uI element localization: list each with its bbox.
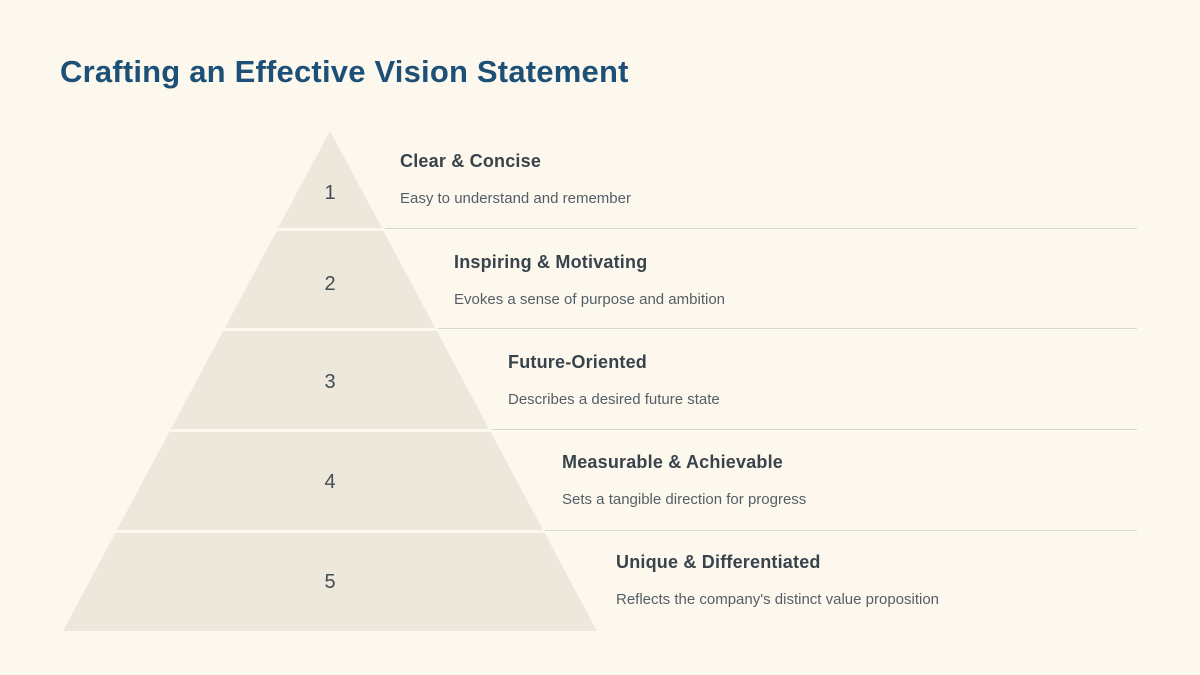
level-3-title: Future-Oriented bbox=[508, 352, 648, 372]
level-4-row: Measurable & Achievable Sets a tangible … bbox=[562, 450, 806, 509]
row-divider-2 bbox=[438, 328, 1137, 329]
level-1-title: Clear & Concise bbox=[400, 151, 542, 171]
level-5-row: Unique & Differentiated Reflects the com… bbox=[616, 550, 939, 609]
level-2-number: 2 bbox=[324, 273, 336, 295]
level-4-number: 4 bbox=[324, 471, 336, 493]
level-3-number: 3 bbox=[324, 371, 336, 393]
level-5-title: Unique & Differentiated bbox=[616, 552, 821, 572]
pyramid-level-1-shape bbox=[278, 131, 382, 228]
level-1-number: 1 bbox=[324, 182, 336, 204]
row-divider-1 bbox=[385, 228, 1137, 229]
level-2-title: Inspiring & Motivating bbox=[454, 252, 648, 272]
pyramid-level-5-shape bbox=[63, 533, 597, 631]
level-2-row: Inspiring & Motivating Evokes a sense of… bbox=[454, 250, 725, 309]
level-2-description: Evokes a sense of purpose and ambition bbox=[454, 291, 726, 308]
pyramid-level-4-shape bbox=[116, 432, 544, 530]
pyramid-level-2-shape bbox=[224, 231, 436, 328]
slide-title: Crafting an Effective Vision Statement bbox=[60, 54, 629, 89]
level-4-description: Sets a tangible direction for progress bbox=[562, 491, 807, 508]
level-1-description: Easy to understand and remember bbox=[400, 190, 631, 207]
level-5-description: Reflects the company's distinct value pr… bbox=[616, 591, 940, 608]
pyramid-level-3-shape bbox=[170, 331, 490, 429]
level-1-row: Clear & Concise Easy to understand and r… bbox=[400, 149, 631, 208]
row-divider-3 bbox=[492, 429, 1137, 430]
level-3-description: Describes a desired future state bbox=[508, 391, 720, 408]
row-divider-4 bbox=[545, 530, 1137, 531]
level-3-row: Future-Oriented Describes a desired futu… bbox=[508, 350, 720, 409]
level-5-number: 5 bbox=[324, 571, 336, 593]
level-4-title: Measurable & Achievable bbox=[562, 452, 784, 472]
